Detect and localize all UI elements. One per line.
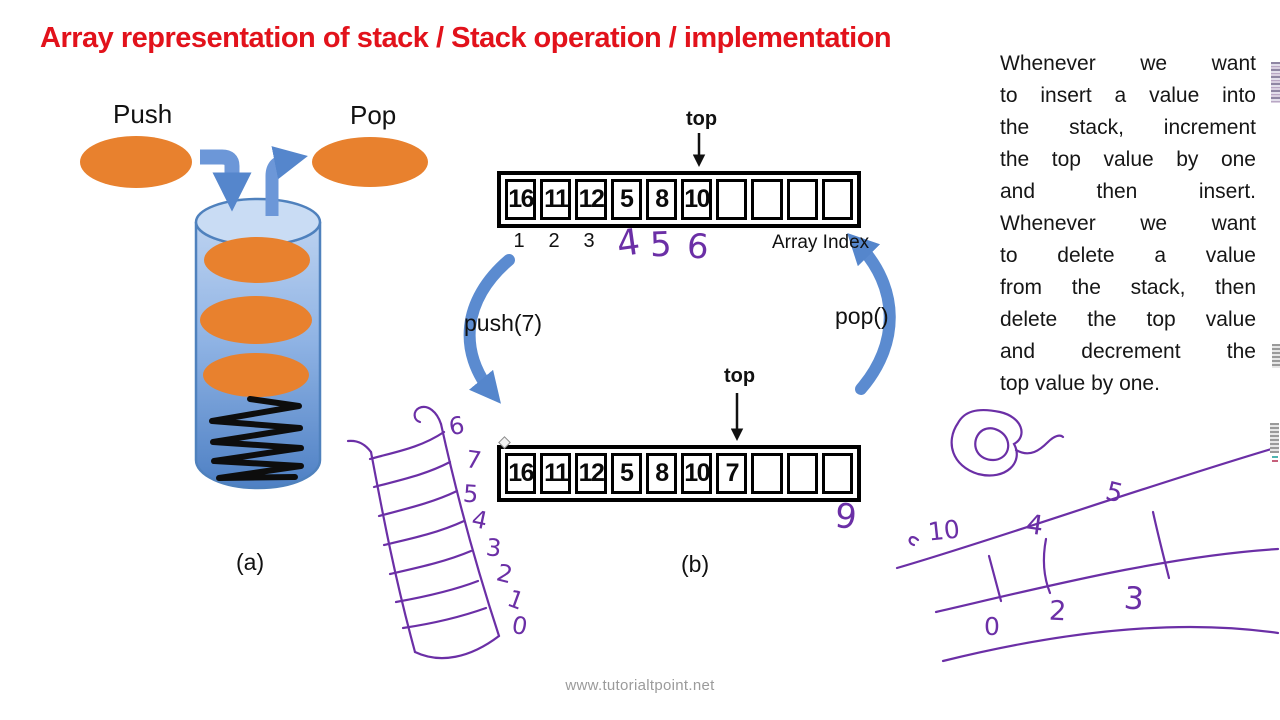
pop-arrow-icon [265,146,308,216]
video-artifact [1272,344,1280,368]
pop-label: Pop [350,100,397,130]
pop-item-ellipse [312,137,428,187]
printed-index-1: 1 [513,230,525,252]
top-label-before: top [686,108,718,130]
array-cell [821,179,854,220]
handwritten-digit: 7 [464,445,484,475]
pop-call-label: pop() [835,303,889,329]
explanation-paragraph: Whenever we want to insert a value into … [1000,48,1256,400]
push-call-label: push(7) [464,310,542,336]
handwritten-index-4: 4 [614,221,643,266]
stack-element-ellipse [204,237,310,283]
handwritten-index-6: 6 [685,226,711,268]
video-artifact [1272,456,1278,464]
video-artifact [1271,62,1280,103]
array-after-push: 16 11 12 5 8 10 7 [497,445,861,502]
array-cell: 8 [645,179,678,220]
watermark: www.tutorialtpoint.net [565,677,715,694]
handwritten-index-5: 5 [649,224,673,266]
array-index-label: Array Index [772,232,870,253]
paragraph-line: top value by one. [1000,372,1160,395]
handwritten-digit: 3 [484,533,503,563]
array-cell: 12 [575,453,607,494]
array-cell: 5 [610,453,642,494]
stack-element-ellipse [203,353,309,397]
array-cell: 5 [610,179,642,220]
paragraph-line: and then insert. [1000,180,1256,203]
array-cell: 11 [540,179,572,220]
paragraph-line: Whenever we want [1000,52,1256,75]
printed-index-3: 3 [583,230,595,252]
array-cell: 12 [575,179,607,220]
array-cell [786,179,818,220]
spring-icon [209,396,304,481]
handwritten-digit: 0 [509,610,530,642]
handwritten-digit: 4 [1023,508,1046,543]
array-cell: 10 [681,179,713,220]
array-cell: 7 [716,453,748,494]
handwritten-digit: 4 [469,504,491,536]
paragraph-line: to delete a value [1000,244,1256,267]
paragraph-line: delete the top value [1000,308,1256,331]
paragraph-line: and decrement the [1000,340,1256,363]
push-arrow-icon [200,149,252,212]
array-cell [821,453,854,494]
handwritten-digit: 5 [462,479,480,509]
handwritten-digit: 3 [1122,580,1146,618]
handwritten-digit: 5 [1102,476,1126,510]
handwritten-scribble-oval [950,408,1065,477]
handwritten-digit: 2 [1048,595,1067,628]
array-cell [786,453,818,494]
paragraph-line: from the stack, then [1000,276,1256,299]
push-item-ellipse [80,136,192,188]
array-cell [716,179,748,220]
paragraph-line: Whenever we want [1000,212,1256,235]
array-cell [751,453,783,494]
array-cell: 8 [645,453,678,494]
figure-a-caption: (a) [236,549,265,575]
handwritten-digit: 10 [926,514,962,547]
cylinder-top-opening [194,197,322,247]
array-cell [751,179,783,220]
handwritten-digit: 6 [446,410,467,442]
handwritten-digit: 0 [984,612,1000,641]
array-cell: 11 [540,453,572,494]
array-cell: 10 [681,453,713,494]
handwritten-nine: 9 [832,495,859,539]
top-label-after: top [724,365,756,387]
printed-index-2: 2 [548,230,560,252]
paragraph-line: to insert a value into [1000,84,1256,107]
video-artifact [1270,423,1279,453]
array-cell: 16 [505,453,537,494]
page-title: Array representation of stack / Stack op… [40,22,892,54]
array-cell: 16 [505,179,537,220]
handwritten-digit: 1 [503,584,528,616]
handwritten-band-array-sketch [895,445,1280,663]
array-before-push: 16 11 12 5 8 10 [497,171,861,228]
push-label: Push [113,99,173,129]
paragraph-line: the stack, increment [1000,116,1256,139]
handwritten-digit: 2 [493,558,516,590]
paragraph-line: the top value by one [1000,148,1256,171]
cylinder-body [194,221,322,490]
stack-element-ellipse [200,296,312,344]
figure-b-caption: (b) [681,551,710,577]
